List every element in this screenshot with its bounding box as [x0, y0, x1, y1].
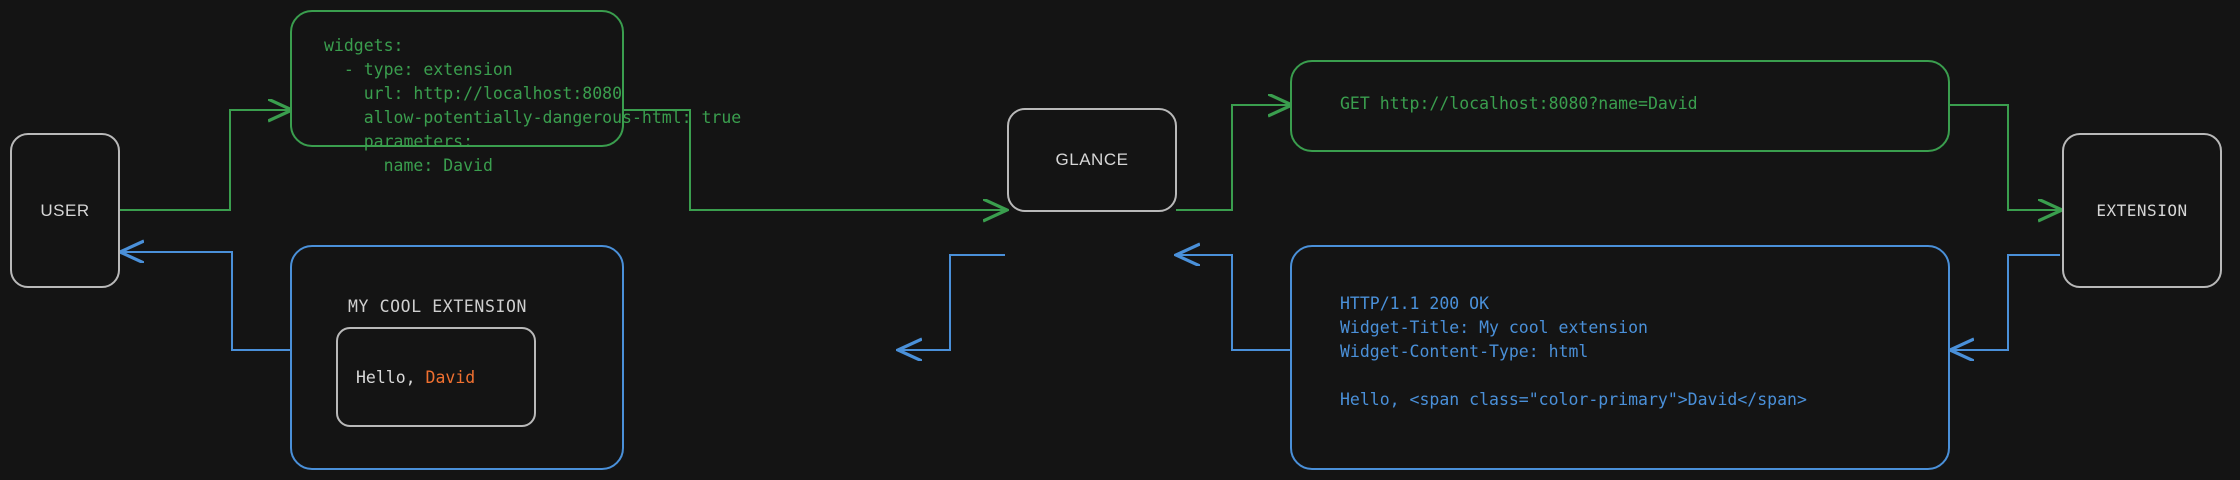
wire-response-to-glance: [1178, 255, 1290, 351]
wire-widget-to-user: [122, 252, 290, 351]
node-extension-label: EXTENSION: [2096, 201, 2188, 220]
node-glance[interactable]: GLANCE: [1007, 108, 1177, 212]
node-extension[interactable]: EXTENSION: [2062, 133, 2222, 288]
http-response-text: HTTP/1.1 200 OK Widget-Title: My cool ex…: [1340, 294, 1807, 409]
message-box-http-request: GET http://localhost:8080?name=David: [1290, 60, 1950, 152]
wire-extension-to-response: [1952, 254, 2060, 350]
http-request-text: GET http://localhost:8080?name=David: [1340, 94, 1698, 113]
wire-user-to-config: [120, 110, 290, 211]
message-box-config-yaml: widgets: - type: extension url: http://l…: [290, 10, 741, 175]
node-user[interactable]: USER: [10, 133, 120, 288]
greeting-prefix: Hello,: [356, 367, 426, 387]
rendered-widget-title: MY COOL EXTENSION: [348, 297, 528, 316]
wire-glance-to-request: [1176, 105, 1290, 211]
message-box-http-response: HTTP/1.1 200 OK Widget-Title: My cool ex…: [1290, 245, 1950, 470]
greeting-name: David: [425, 367, 476, 387]
rendered-widget-greeting: Hello, David: [338, 368, 475, 387]
rendered-widget-card: Hello, David: [336, 327, 536, 427]
node-user-label: USER: [40, 200, 90, 220]
config-yaml-text: widgets: - type: extension url: http://l…: [324, 36, 742, 175]
node-glance-label: GLANCE: [1055, 150, 1129, 169]
message-box-rendered-widget: MY COOL EXTENSION Hello, David: [290, 245, 624, 470]
wire-glance-to-widget: [900, 254, 1005, 350]
wire-request-to-extension: [1948, 104, 2060, 210]
